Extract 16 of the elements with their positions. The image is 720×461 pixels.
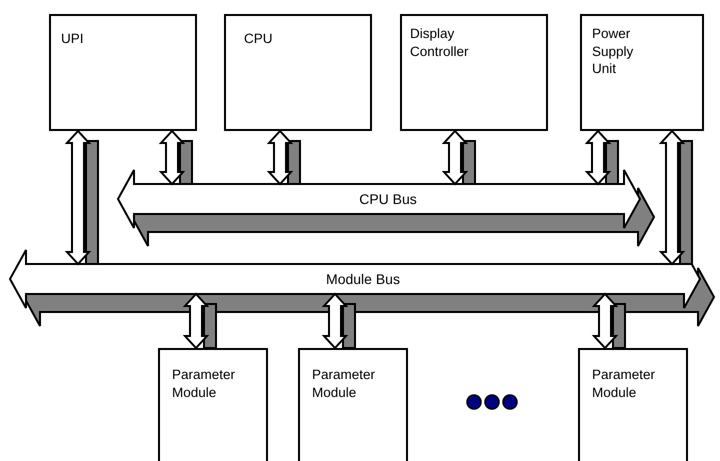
bus-label: CPU Bus [358,192,418,206]
component-box [400,14,548,131]
component-box [158,348,268,461]
box-label: Parameter Module [592,366,656,402]
box-label: Parameter Module [312,366,376,402]
component-box [578,348,688,461]
box-label: Power Supply Unit [592,25,634,78]
component-box [49,14,197,131]
bus-label: Module Bus [325,272,401,286]
component-box [580,14,704,131]
component-box [224,14,372,131]
box-label: Parameter Module [172,366,236,402]
box-label: UPI [61,30,85,48]
box-label: CPU [244,30,274,48]
box-label: Display Controller [410,25,470,60]
component-box [298,348,408,461]
